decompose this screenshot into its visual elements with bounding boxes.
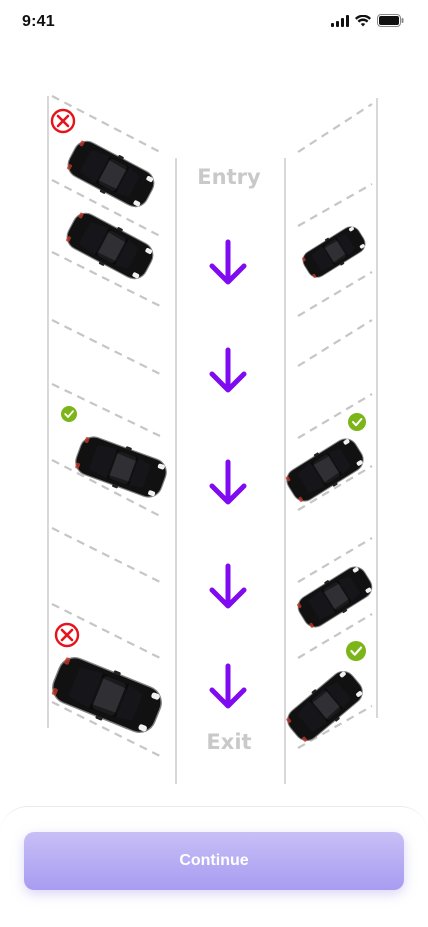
car-gold[interactable] <box>61 206 159 286</box>
continue-button[interactable]: Continue <box>24 832 404 890</box>
parking-lot <box>46 95 378 784</box>
arrow-down-icon <box>209 459 247 505</box>
car-gold[interactable] <box>292 560 378 634</box>
right-slot-dividers <box>297 103 373 749</box>
arrow-down-icon <box>209 563 247 609</box>
arrow-down-icon <box>209 663 247 709</box>
x-circle-icon <box>54 622 80 648</box>
wifi-icon <box>355 14 371 26</box>
left-slot-dividers <box>51 95 161 757</box>
car-light-blue[interactable] <box>280 432 370 508</box>
entry-label: Entry <box>197 165 261 189</box>
arrow-down-icon <box>209 347 247 393</box>
car-white[interactable] <box>298 221 370 283</box>
check-circle-icon <box>346 641 366 661</box>
status-time: 9:41 <box>22 13 55 30</box>
car-white[interactable] <box>281 664 369 748</box>
lane-lines <box>47 96 378 784</box>
status-bar: 9:41 <box>0 0 428 44</box>
car-white[interactable] <box>46 649 168 741</box>
battery-icon <box>377 14 404 27</box>
check-circle-icon <box>348 413 366 431</box>
arrow-down-icon <box>209 239 247 285</box>
status-icons <box>331 14 404 27</box>
exit-label: Exit <box>206 730 252 754</box>
cellular-signal-icon <box>331 14 349 27</box>
check-circle-icon <box>61 406 77 422</box>
car-white[interactable] <box>62 134 160 214</box>
direction-arrows <box>209 239 247 709</box>
x-circle-icon <box>50 108 76 134</box>
car-light-blue[interactable] <box>70 430 172 504</box>
